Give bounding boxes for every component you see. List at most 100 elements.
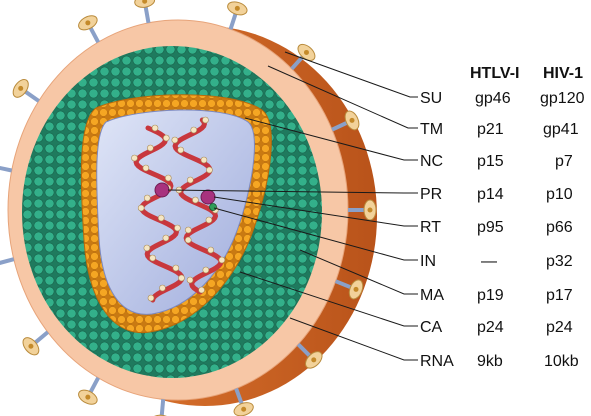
header-hiv: HIV-1 <box>543 65 583 82</box>
rna-nucleotide <box>205 216 213 224</box>
row-label-ca: CA <box>420 319 443 336</box>
spike-stalk <box>87 25 100 44</box>
rna-nucleotide <box>171 136 179 144</box>
row-label-nc: NC <box>420 153 443 170</box>
rna-nucleotide <box>151 124 159 132</box>
row-htlv-nc: p15 <box>477 153 504 170</box>
rna-nucleotide <box>190 126 198 134</box>
rna-nucleotide <box>143 194 151 202</box>
spike-glycoproteins <box>0 0 377 416</box>
rna-nucleotide <box>159 284 166 292</box>
row-hiv-ma: p17 <box>546 287 573 304</box>
row-hiv-nc: p7 <box>555 153 573 170</box>
spike-stalk <box>0 165 13 173</box>
row-label-su: SU <box>420 90 442 107</box>
integrase-enzyme <box>209 203 217 211</box>
leader-lines <box>167 51 418 361</box>
rna-nucleotide <box>162 134 170 142</box>
rna-nucleotide <box>149 254 156 262</box>
row-label-rna: RNA <box>420 353 454 370</box>
spike-stalk <box>159 399 166 416</box>
spike-head-center <box>241 406 247 412</box>
spike-stalk <box>32 330 50 346</box>
reverse-transcriptase-enzyme <box>200 189 216 205</box>
rna-nucleotide <box>164 174 172 182</box>
spike-stalk <box>331 120 350 132</box>
spike-head-center <box>353 286 359 292</box>
rna-nucleotide <box>187 176 194 184</box>
row-label-rt: RT <box>420 219 441 236</box>
rna-nucleotide <box>137 204 145 212</box>
spike-stalk <box>296 342 313 359</box>
row-htlv-tm: p21 <box>477 121 504 138</box>
spike-head-center <box>85 394 91 400</box>
rna-nucleotide <box>202 266 210 274</box>
leader-ca <box>239 271 418 327</box>
spike-head-center <box>85 20 91 26</box>
rna-nucleotide <box>142 164 150 172</box>
header-htlv: HTLV-I <box>470 65 519 82</box>
spike-head-center <box>367 207 373 213</box>
rna-nucleotide <box>184 236 192 244</box>
spike-stalk <box>87 376 100 395</box>
row-htlv-rt: p95 <box>477 219 504 236</box>
row-htlv-ca: p24 <box>477 319 504 336</box>
leader-in <box>213 207 418 261</box>
rna-nucleotide <box>185 226 192 234</box>
row-hiv-pr: p10 <box>546 186 573 203</box>
rna-strand <box>133 125 185 303</box>
spike-head-center <box>234 5 240 11</box>
rna-nucleotide <box>198 286 205 294</box>
row-label-tm: TM <box>420 121 443 138</box>
row-htlv-ma: p19 <box>477 287 504 304</box>
rna-nucleotide <box>178 274 185 282</box>
spike-stalk <box>228 11 238 30</box>
row-hiv-in: p32 <box>546 253 573 270</box>
spike-stalk <box>234 387 245 407</box>
rna-nucleotide <box>131 154 138 162</box>
rna-genome <box>131 116 226 303</box>
spike-head-center <box>349 117 355 123</box>
rna-nucleotide <box>218 256 226 264</box>
spike-head-center <box>303 49 309 55</box>
rna-strand <box>172 117 224 295</box>
rna-nucleotide <box>192 196 199 204</box>
rna-nucleotide <box>186 276 194 284</box>
rna-nucleotide <box>157 214 165 222</box>
rna-nucleotide <box>206 166 213 174</box>
row-label-in: IN <box>420 253 436 270</box>
leader-nc <box>244 117 418 161</box>
rna-nucleotide <box>200 156 208 164</box>
spike-stalk <box>334 279 354 290</box>
row-htlv-in: — <box>481 253 497 270</box>
spike-stalk <box>143 4 151 24</box>
row-label-pr: PR <box>420 186 442 203</box>
leader-pr <box>167 189 418 194</box>
leader-ma <box>299 249 418 295</box>
row-label-ma: MA <box>420 287 444 304</box>
rna-nucleotide <box>177 146 185 154</box>
rna-nucleotide <box>172 264 180 272</box>
spike-head-center <box>18 85 24 91</box>
rna-nucleotide <box>162 234 170 242</box>
spike-head-center <box>142 0 148 4</box>
leader-tm <box>267 65 418 129</box>
row-hiv-rna: 10kb <box>544 353 579 370</box>
protease-enzyme <box>154 182 170 198</box>
row-hiv-tm: gp41 <box>543 121 579 138</box>
leader-rna <box>289 317 418 361</box>
protein-table: SU gp46 gp120 TM p21 gp41 NC p15 p7 PR p… <box>420 90 585 370</box>
spike-head-center <box>28 343 34 349</box>
row-htlv-rna: 9kb <box>477 353 503 370</box>
row-htlv-pr: p14 <box>477 186 504 203</box>
rna-nucleotide <box>207 246 215 254</box>
spike-stalk <box>22 89 40 103</box>
leader-rt <box>213 196 418 227</box>
rna-nucleotide <box>143 244 151 252</box>
row-hiv-rt: p66 <box>546 219 573 236</box>
spike-head <box>150 414 172 416</box>
row-hiv-su: gp120 <box>540 90 585 107</box>
rna-nucleotide <box>147 294 155 302</box>
row-hiv-ca: p24 <box>546 319 573 336</box>
